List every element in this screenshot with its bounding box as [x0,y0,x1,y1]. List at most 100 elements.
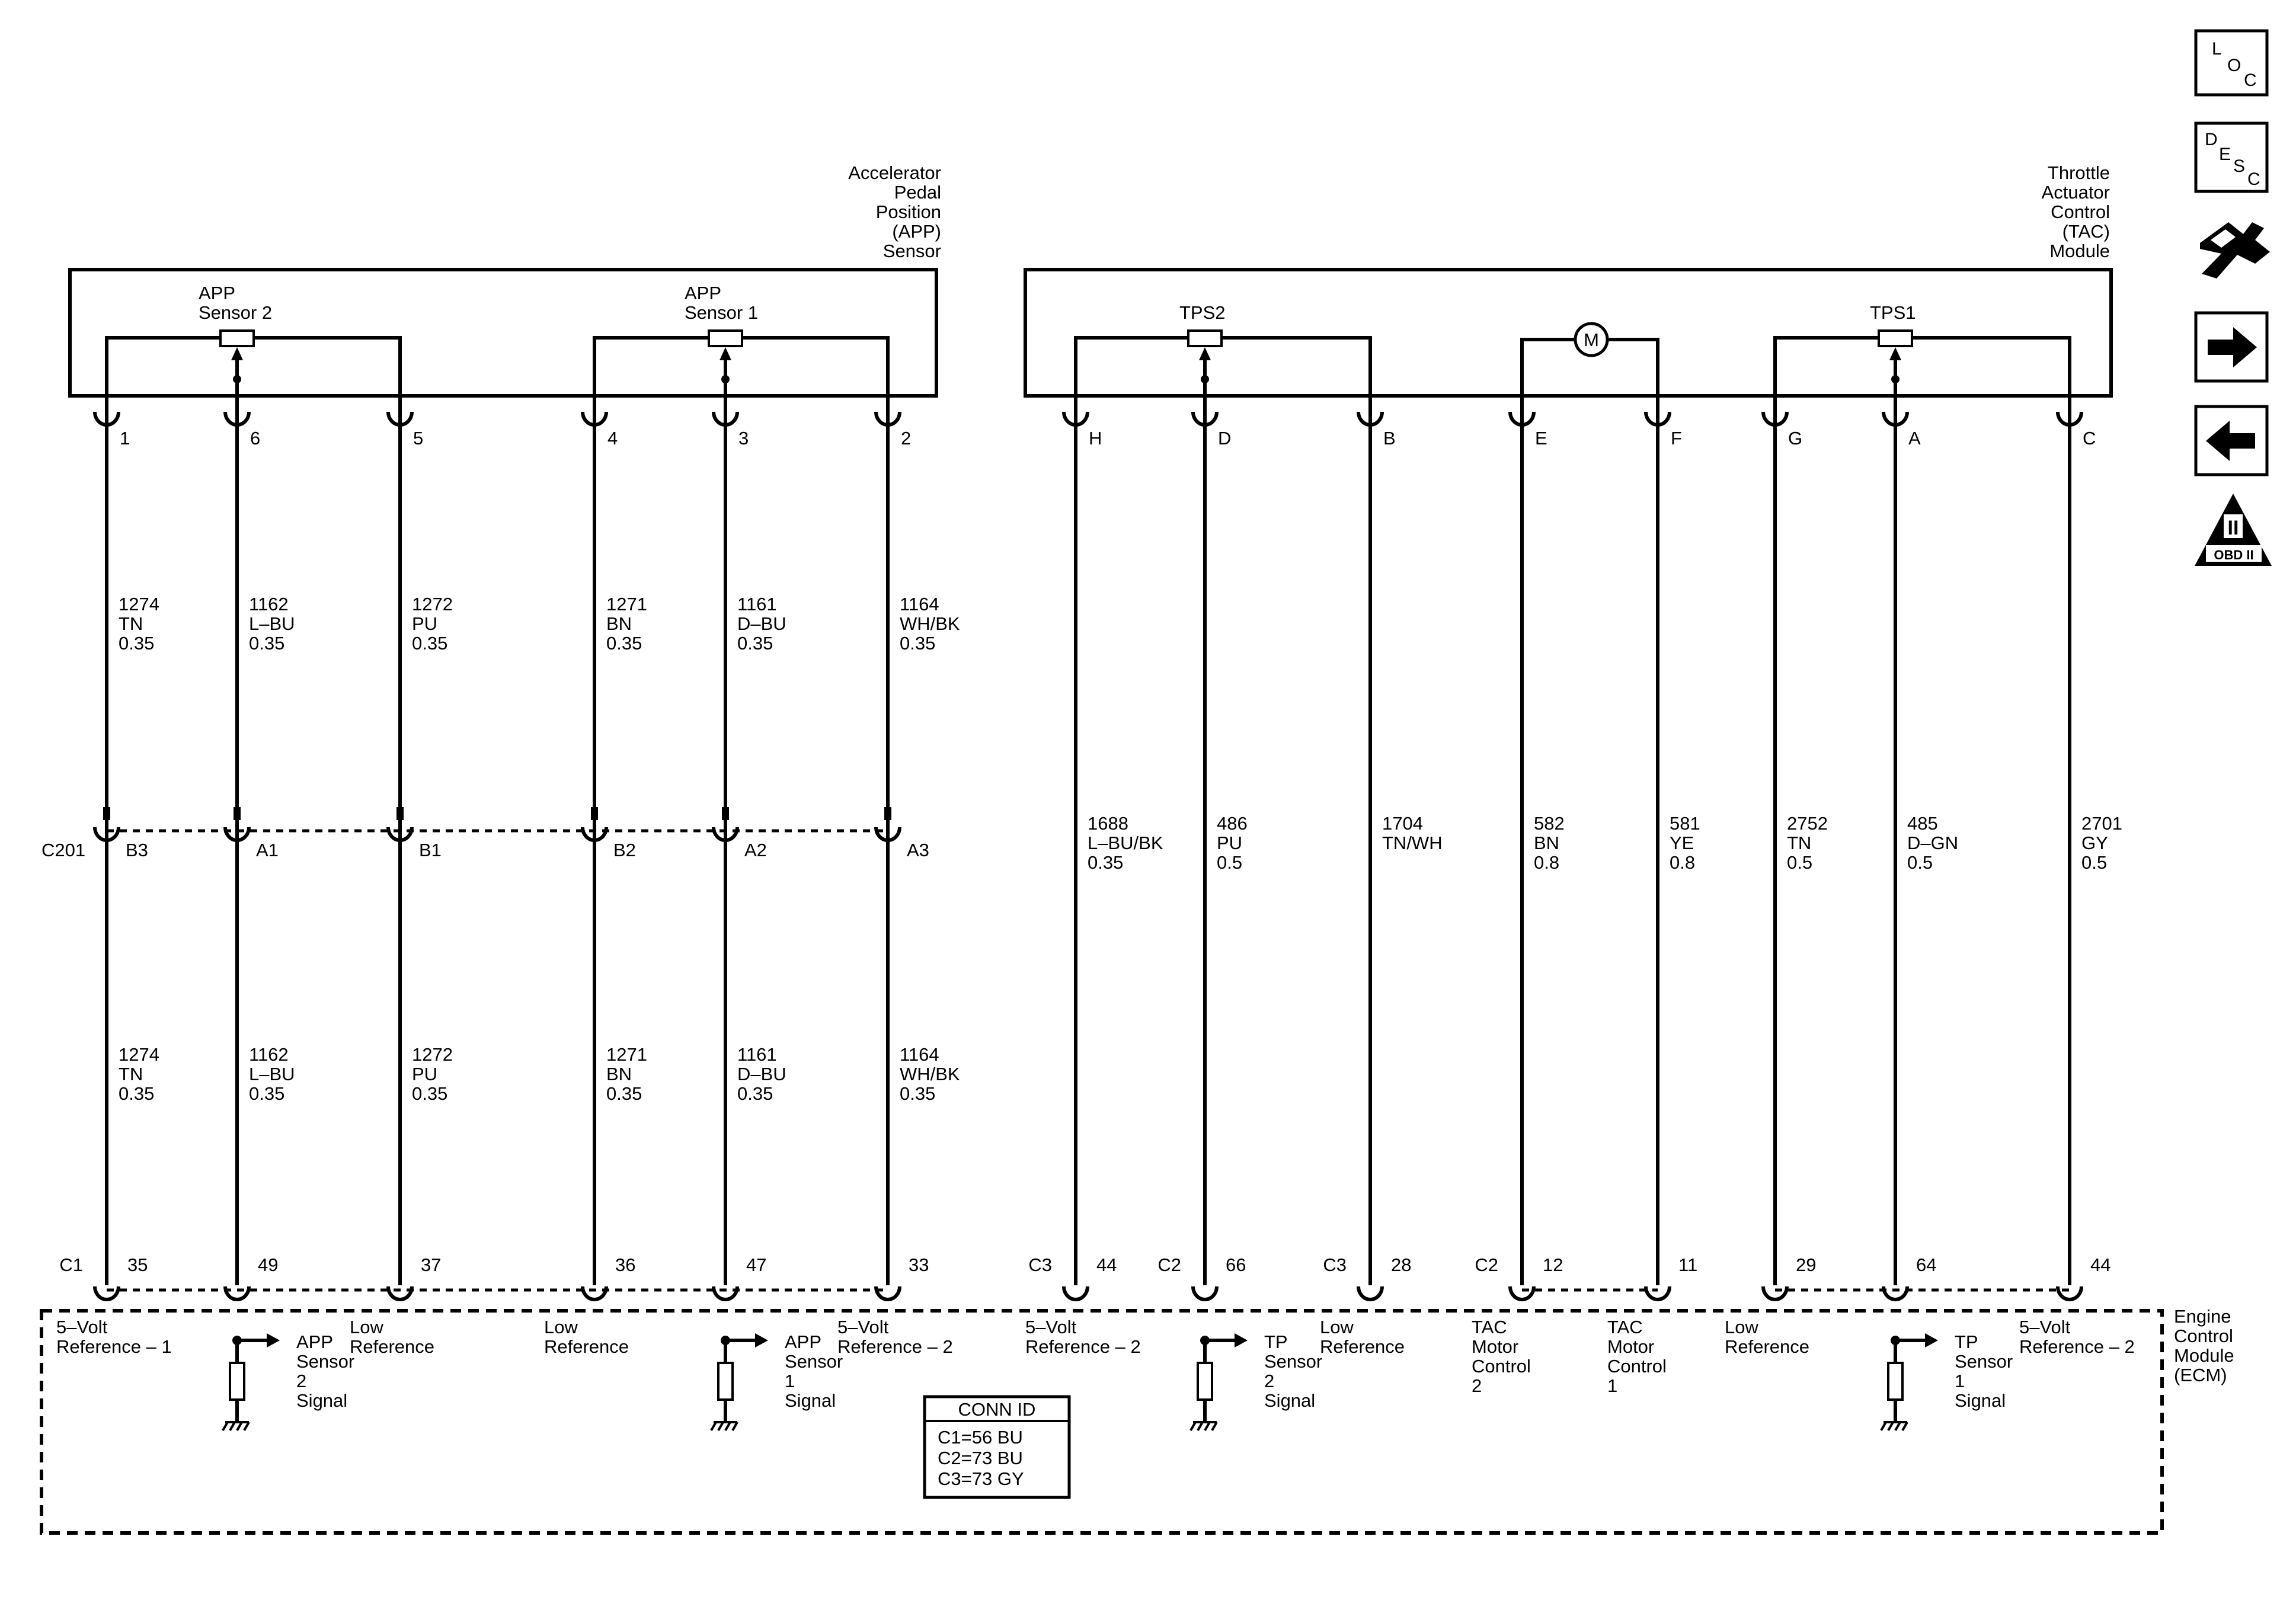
w2-label-1: 1162 [249,594,289,614]
w8-ecm-pin: 66 [1226,1254,1246,1275]
w6-label-1: 1164 [900,594,939,614]
w3-lower-label-2: PU [412,1064,437,1084]
w11-ecm-label-2: Motor [1607,1336,1654,1357]
back-button[interactable] [2194,405,2269,476]
app-sensor-title-3: Position [876,201,941,222]
w4-top-pin: 4 [607,428,618,449]
w2-ecm-pin: 49 [258,1254,278,1275]
w2-c201-male [234,807,241,820]
w2-c201-female [223,827,251,842]
w1-label-2: TN [119,613,143,634]
w1-label-3: 0.35 [119,633,154,654]
w7-label-3: 0.35 [1088,852,1123,873]
desc-icon-e: E [2219,145,2231,164]
w13-label-1: 485 [1907,813,1938,834]
w13-ecm-pin: 64 [1916,1254,1936,1275]
w2-c201-pin: A1 [256,840,279,860]
w8-ecm-label-3: 2 [1264,1371,1274,1391]
desc-icon-c: C [2247,169,2260,189]
w6-lower-label-1: 1164 [900,1044,939,1065]
w2-lower-label-2: L–BU [249,1064,295,1084]
w9-top-pin: B [1383,428,1396,449]
w1-ecm-label-1: 5–Volt [56,1317,108,1337]
w6-c201-female [874,827,901,842]
w3-c201-pin: B1 [419,840,442,860]
w10-top-terminal [1508,411,1536,427]
w5-c201-female [712,827,739,842]
w11-top-terminal [1644,411,1671,427]
w5-signal-arrow [755,1333,768,1347]
w11-ecm-label-3: Control [1607,1356,1667,1377]
w4-lower-label-3: 0.35 [606,1083,642,1104]
w7-ecm-pin: 44 [1096,1254,1117,1275]
w6-ecm-label-1: 5–Volt [837,1317,889,1337]
connector-wrench-button[interactable] [2200,222,2270,279]
w13-label-3: 0.5 [1907,852,1933,873]
w5-ecm-label-3: 1 [785,1371,795,1391]
w3-c201-female [386,827,414,842]
w7-ecm-connector: C3 [1028,1254,1052,1275]
w6-ecm-terminal [874,1286,901,1301]
w10-ecm-pin: 12 [1543,1254,1563,1275]
w5-ecm-pin: 47 [746,1254,766,1275]
w2-top-terminal [223,411,251,427]
w9-ecm-connector: C3 [1323,1254,1347,1275]
w5-ecm-label-2: Sensor [785,1351,843,1372]
w11-top-pin: F [1671,428,1682,449]
arrow-right-icon [2208,327,2257,367]
app-sensor2-label-2: Sensor 2 [199,302,272,323]
app-sensor1-potentiometer [593,329,890,418]
w10-label-1: 582 [1534,813,1565,834]
w12-ecm-label-1: Low [1725,1317,1758,1337]
w10-ecm-label-3: Control [1472,1356,1531,1377]
w11-ecm-pin: 11 [1678,1254,1697,1275]
tac-module-title-3: Control [2051,201,2110,222]
w12-ecm-pin: 29 [1796,1254,1816,1275]
w11-ecm-terminal [1644,1286,1671,1301]
w10-ecm-label-2: Motor [1472,1336,1518,1357]
w7-top-terminal [1062,411,1089,427]
next-button[interactable] [2194,311,2269,383]
w14-top-pin: C [2083,428,2096,449]
w10-ecm-connector: C2 [1475,1254,1498,1275]
w8-ecm-terminal [1191,1286,1219,1301]
w12-ecm-terminal [1761,1286,1789,1301]
w4-lower-label-1: 1271 [606,1044,647,1065]
w13-top-terminal [1882,411,1909,427]
w10-label-2: BN [1534,833,1559,853]
w4-label-1: 1271 [606,594,647,614]
app-sensor-title-5: Sensor [883,241,941,261]
w9-label-1: 1704 [1382,813,1423,834]
w12-label-3: 0.5 [1787,852,1812,873]
obd-ii-button[interactable]: II OBD II [2195,494,2272,566]
w13-ecm-label-4: Signal [1955,1390,2006,1411]
app-sensor1-label-2: Sensor 1 [685,302,758,323]
obd-ii-numeral: II [2228,517,2239,539]
w7-top-pin: H [1089,428,1102,449]
w5-ecm-terminal [712,1286,739,1301]
loc-icon-o: O [2227,56,2241,75]
w14-ecm-pin: 44 [2090,1254,2110,1275]
w1-top-pin: 1 [120,428,130,449]
w6-ecm-label-2: Reference – 2 [837,1336,953,1357]
w11-ecm-label-4: 1 [1607,1375,1617,1396]
w4-ecm-label-2: Reference [544,1336,629,1357]
w7-ecm-label-1: 5–Volt [1025,1317,1077,1337]
w1-top-terminal [93,411,120,427]
loc-button[interactable]: L O C [2194,29,2269,97]
w4-label-3: 0.35 [606,633,642,654]
tac-module-title-5: Module [2049,241,2110,261]
arrow-left-icon [2206,421,2255,461]
tac-module-title-4: (TAC) [2062,221,2110,242]
desc-icon-s: S [2233,156,2245,176]
w11-label-2: YE [1670,833,1694,853]
w3-label-3: 0.35 [412,633,447,654]
desc-button[interactable]: D E S C [2194,121,2269,193]
w3-c201-male [396,807,404,820]
w5-c201-pin: A2 [744,840,767,860]
w5-lower-label-2: D–BU [737,1064,786,1084]
w3-ecm-pin: 37 [421,1254,441,1275]
w14-ecm-terminal [2056,1286,2083,1301]
w8-signal-arrow [1235,1333,1248,1347]
